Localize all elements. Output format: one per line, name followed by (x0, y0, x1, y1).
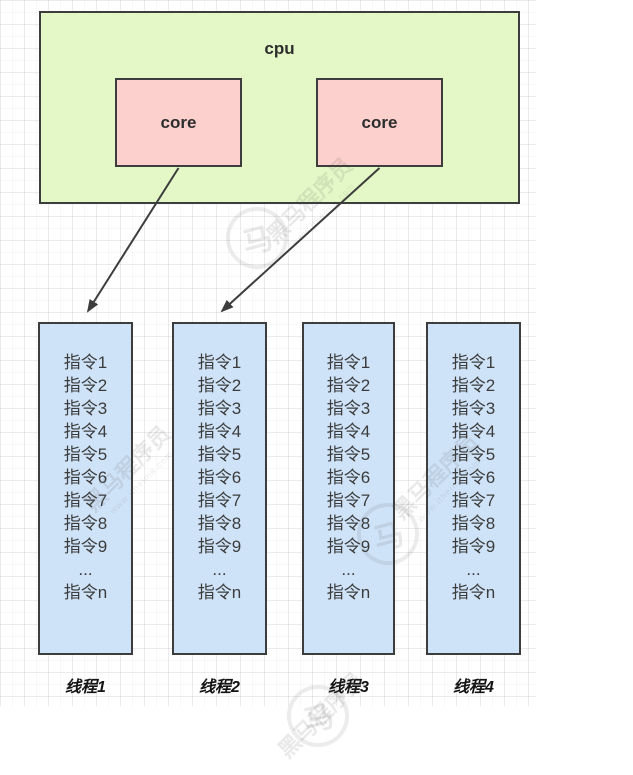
instruction-line: ... (212, 560, 227, 579)
instruction-line: 指令9 (63, 537, 108, 556)
instruction-line: 指令6 (63, 468, 108, 487)
instruction-line: 指令3 (326, 399, 371, 418)
instruction-line: 指令5 (451, 445, 496, 464)
core-box-2: core (316, 78, 443, 167)
instruction-line: 指令3 (63, 399, 108, 418)
instruction-line: 指令3 (197, 399, 242, 418)
instruction-line: 指令6 (326, 468, 371, 487)
instruction-line: ... (466, 560, 481, 579)
instruction-line: 指令4 (326, 422, 371, 441)
thread-box-2: 指令1 指令2 指令3 指令4 指令5 指令6 指令7 指令8 指令9 ... … (172, 322, 267, 655)
thread-label-3: 线程3 (328, 679, 369, 696)
instruction-line: 指令6 (197, 468, 242, 487)
thread-label-1: 线程1 (65, 679, 106, 696)
cpu-box: cpu (39, 11, 520, 204)
instruction-line: 指令4 (451, 422, 496, 441)
instruction-line: 指令1 (326, 353, 371, 372)
instruction-line: 指令2 (451, 376, 496, 395)
instruction-line: 指令4 (197, 422, 242, 441)
instruction-line: 指令5 (63, 445, 108, 464)
instruction-line: 指令9 (326, 537, 371, 556)
instruction-line: 指令3 (451, 399, 496, 418)
instruction-line: 指令1 (451, 353, 496, 372)
instruction-line: 指令8 (197, 514, 242, 533)
thread-box-1: 指令1 指令2 指令3 指令4 指令5 指令6 指令7 指令8 指令9 ... … (38, 322, 133, 655)
instruction-line: 指令2 (63, 376, 108, 395)
instruction-line: 指令1 (197, 353, 242, 372)
instruction-line: 指令5 (197, 445, 242, 464)
instruction-line: 指令9 (451, 537, 496, 556)
instruction-line: 指令7 (63, 491, 108, 510)
thread-box-3: 指令1 指令2 指令3 指令4 指令5 指令6 指令7 指令8 指令9 ... … (302, 322, 395, 655)
instruction-line: 指令7 (451, 491, 496, 510)
core-2-label: core (361, 112, 398, 132)
cpu-label: cpu (264, 39, 295, 58)
instruction-line: 指令8 (63, 514, 108, 533)
core-1-label: core (160, 112, 197, 132)
instruction-line: 指令8 (451, 514, 496, 533)
thread-label-2: 线程2 (199, 679, 240, 696)
instruction-line: 指令5 (326, 445, 371, 464)
thread-label-4: 线程4 (453, 679, 494, 696)
instruction-line: 指令n (326, 583, 371, 602)
instruction-line: 指令9 (197, 537, 242, 556)
instruction-line: ... (78, 560, 93, 579)
instruction-line: ... (341, 560, 356, 579)
instruction-line: 指令n (63, 583, 108, 602)
instruction-line: 指令6 (451, 468, 496, 487)
instruction-line: 指令8 (326, 514, 371, 533)
instruction-line: 指令7 (197, 491, 242, 510)
instruction-line: 指令2 (197, 376, 242, 395)
instruction-line: 指令4 (63, 422, 108, 441)
instruction-line: 指令2 (326, 376, 371, 395)
instruction-line: 指令1 (63, 353, 108, 372)
instruction-line: 指令n (451, 583, 496, 602)
instruction-line: 指令n (197, 583, 242, 602)
thread-box-4: 指令1 指令2 指令3 指令4 指令5 指令6 指令7 指令8 指令9 ... … (426, 322, 521, 655)
core-box-1: core (115, 78, 242, 167)
instruction-line: 指令7 (326, 491, 371, 510)
